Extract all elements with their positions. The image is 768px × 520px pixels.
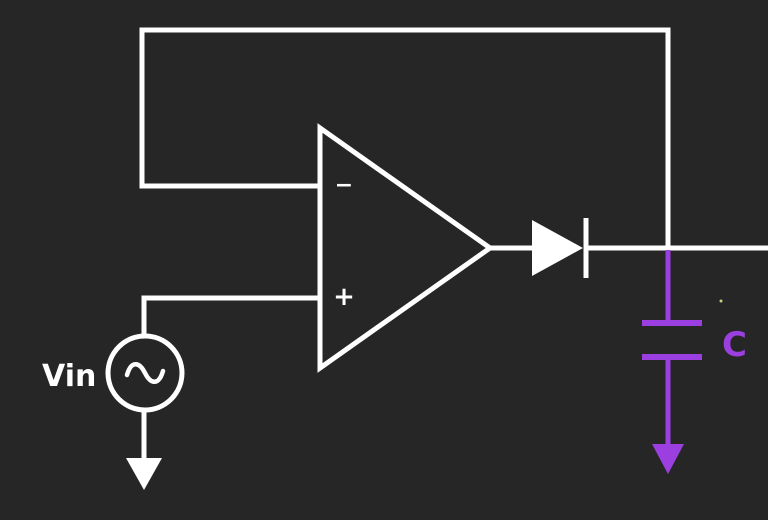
- diode-anode-triangle: [532, 220, 583, 276]
- speck-dot: [719, 299, 723, 303]
- op-amp: [317, 123, 495, 373]
- capacitor-label: C: [722, 325, 747, 365]
- diode: [532, 218, 589, 278]
- noninverting-input-wire: [141, 295, 323, 339]
- ac-sine-icon: [124, 362, 166, 384]
- source-label: Vin: [42, 359, 96, 394]
- feedback-wire: [139, 27, 671, 251]
- source-ground-icon: [126, 458, 162, 490]
- opamp-inverting-symbol: −: [335, 173, 353, 198]
- opamp-noninverting-symbol: +: [333, 282, 355, 312]
- capacitor: [642, 250, 702, 446]
- capacitor-ground-icon: [652, 444, 684, 474]
